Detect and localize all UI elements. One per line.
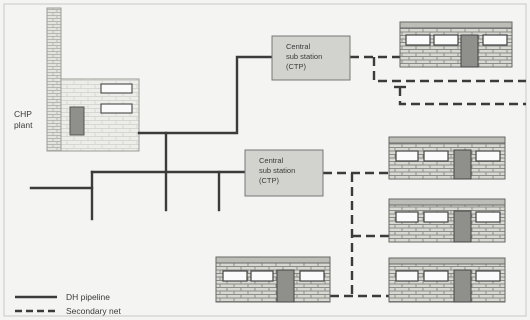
- chp-label-line2: plant: [14, 120, 33, 130]
- window: [433, 34, 459, 46]
- ctp-upper-line3: (CTP): [286, 62, 306, 71]
- secondary-pipe: [398, 87, 526, 106]
- ctp-lower-box: [244, 149, 324, 197]
- window: [475, 270, 501, 282]
- roof: [215, 256, 331, 264]
- window: [482, 34, 508, 46]
- legend-dh-pipeline: DH pipeline: [66, 292, 110, 302]
- plant-window: [100, 103, 133, 114]
- diagram-frame: [3, 3, 527, 317]
- window: [395, 270, 419, 282]
- chp-plant: [46, 7, 140, 152]
- ctp-upper: Central sub station (CTP): [271, 35, 351, 81]
- door: [453, 210, 472, 243]
- ctp-upper-line2: sub station: [286, 52, 322, 61]
- ctp-upper-line1: Central: [286, 42, 311, 51]
- building: [388, 257, 506, 303]
- secondary-pipe: [372, 57, 526, 83]
- window: [222, 270, 248, 282]
- roof: [388, 257, 506, 265]
- building: [388, 136, 506, 180]
- building: [388, 198, 506, 243]
- window: [423, 270, 449, 282]
- legend: DH pipeline Secondary net: [15, 292, 121, 316]
- window: [395, 211, 419, 223]
- chp-label-line1: CHP: [14, 109, 32, 119]
- dh-pipe: [137, 131, 168, 174]
- door: [453, 269, 472, 303]
- window: [405, 34, 431, 46]
- plant-door: [69, 106, 85, 136]
- ctp-lower-line2: sub station: [259, 166, 295, 175]
- roof: [388, 198, 506, 206]
- secondary-net-network: [323, 55, 526, 298]
- ctp-lower-line1: Central: [259, 156, 284, 165]
- roof: [399, 21, 513, 29]
- window: [395, 150, 419, 162]
- building: [215, 256, 331, 303]
- dh-pipe: [164, 55, 274, 135]
- door: [460, 34, 479, 68]
- ctp-lower: Central sub station (CTP): [244, 149, 324, 197]
- window: [423, 150, 449, 162]
- chimney: [46, 7, 62, 152]
- window: [475, 211, 501, 223]
- window: [250, 270, 274, 282]
- legend-secondary-net: Secondary net: [66, 306, 121, 316]
- ctp-lower-line3: (CTP): [259, 176, 279, 185]
- ctp-upper-box: [271, 35, 351, 81]
- door: [453, 149, 472, 180]
- door: [276, 269, 295, 303]
- window: [299, 270, 325, 282]
- dh-pipeline-network: [29, 55, 274, 221]
- window: [475, 150, 501, 162]
- roof: [388, 136, 506, 144]
- plant-window: [100, 83, 133, 94]
- building: [399, 21, 513, 68]
- window: [423, 211, 449, 223]
